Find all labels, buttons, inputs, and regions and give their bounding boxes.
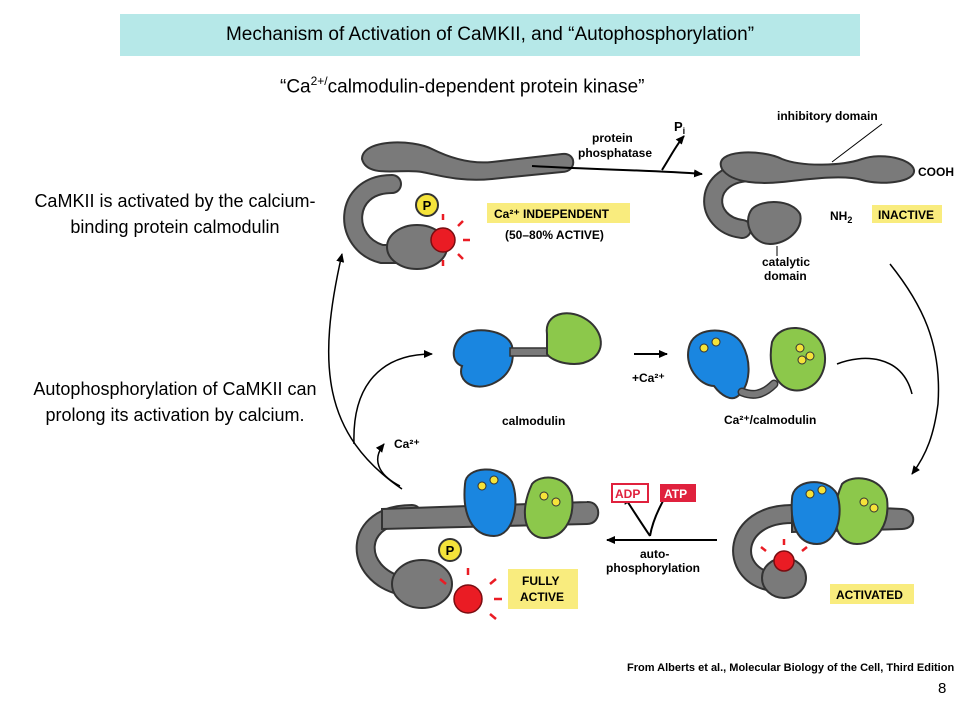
- pi-release-arrow: [661, 135, 685, 171]
- nh2-label: NH2: [830, 209, 852, 225]
- calmodulin-free: [452, 312, 602, 388]
- ca-release-label: Ca²⁺: [394, 437, 420, 451]
- atp-label: ATP: [664, 487, 687, 501]
- active-label: ACTIVE: [520, 590, 564, 604]
- fully-active-phosphate-label: P: [446, 543, 455, 558]
- inactive-label: INACTIVE: [878, 208, 934, 222]
- ca-independent-box: [487, 203, 630, 223]
- calmodulin-join-arrow: [836, 357, 913, 395]
- phosphorylation-label: phosphorylation: [606, 561, 700, 575]
- ca-release-arrow: [375, 443, 401, 487]
- atp-box: [660, 484, 696, 502]
- subtitle-rest: calmodulin-dependent protein kinase”: [327, 76, 645, 98]
- protein-label: protein: [592, 131, 633, 145]
- inactive-box: [872, 205, 942, 223]
- slide-subtitle: “Ca2+/calmodulin-dependent protein kinas…: [280, 74, 760, 98]
- right-cycle-arrow: [889, 263, 940, 475]
- fully-label: FULLY: [522, 574, 560, 588]
- auto-label: auto-: [640, 547, 669, 561]
- page-number: 8: [938, 680, 947, 697]
- phosphate-label: P: [423, 198, 432, 213]
- rebind-arrow: [353, 350, 433, 445]
- calmodulin-activation-text: CaMKII is activated by the calcium-bindi…: [34, 191, 316, 237]
- slide-title-text: Mechanism of Activation of CaMKII, and “…: [225, 24, 755, 45]
- catalytic-label: catalytic: [762, 255, 810, 269]
- inactive-kinase: [703, 151, 915, 246]
- adp-box: [611, 483, 649, 503]
- percent-active-label: (50–80% ACTIVE): [505, 228, 604, 242]
- inhibitory-pointer: [831, 123, 883, 163]
- plus-ca-label: +Ca²⁺: [632, 371, 665, 385]
- ca-calmodulin-label: Ca²⁺/calmodulin: [724, 413, 816, 427]
- domain-label: domain: [764, 269, 807, 283]
- left-cycle-arrow: [327, 253, 403, 490]
- cooh-label: COOH: [918, 165, 954, 179]
- activity-burst-icon: [430, 214, 470, 266]
- fully-active-calcium-icons: [477, 475, 561, 507]
- fully-active-phosphate-icon: [438, 538, 462, 562]
- activated-label: ACTIVATED: [836, 588, 903, 602]
- inhibitory-domain-label: inhibitory domain: [777, 109, 878, 123]
- adp-label: ADP: [615, 487, 640, 501]
- phosphatase-label: phosphatase: [578, 146, 652, 160]
- ca-independent-label: Ca²⁺ INDEPENDENT: [494, 207, 610, 221]
- activated-calcium-icons: [805, 485, 879, 513]
- autophosphorylation-text: Autophosphorylation of CaMKII can prolon…: [33, 379, 317, 425]
- fully-active-kinase: [355, 468, 600, 609]
- calcium-ion-icons: [699, 337, 815, 365]
- source-credit: From Alberts et al., Molecular Biology o…: [627, 662, 955, 674]
- activated-burst-icon: [760, 539, 808, 572]
- calmodulin-label: calmodulin: [502, 414, 565, 428]
- activated-kinase: [732, 477, 915, 599]
- subtitle-superscript: 2+/: [310, 74, 328, 88]
- pi-label: Pi: [674, 119, 685, 136]
- fully-active-burst-icon: [439, 568, 502, 620]
- phosphate-icon: [415, 193, 439, 217]
- subtitle-open: “Ca: [280, 76, 311, 98]
- phosphatase-arrow: [531, 165, 703, 178]
- slide-title: Mechanism of Activation of CaMKII, and “…: [120, 14, 860, 56]
- fully-active-box: [508, 569, 578, 609]
- activated-box: [830, 584, 914, 604]
- camkii-mechanism-diagram: P Ca²⁺ INDEPENDENT (50–80% ACTIVE) prote…: [327, 109, 954, 620]
